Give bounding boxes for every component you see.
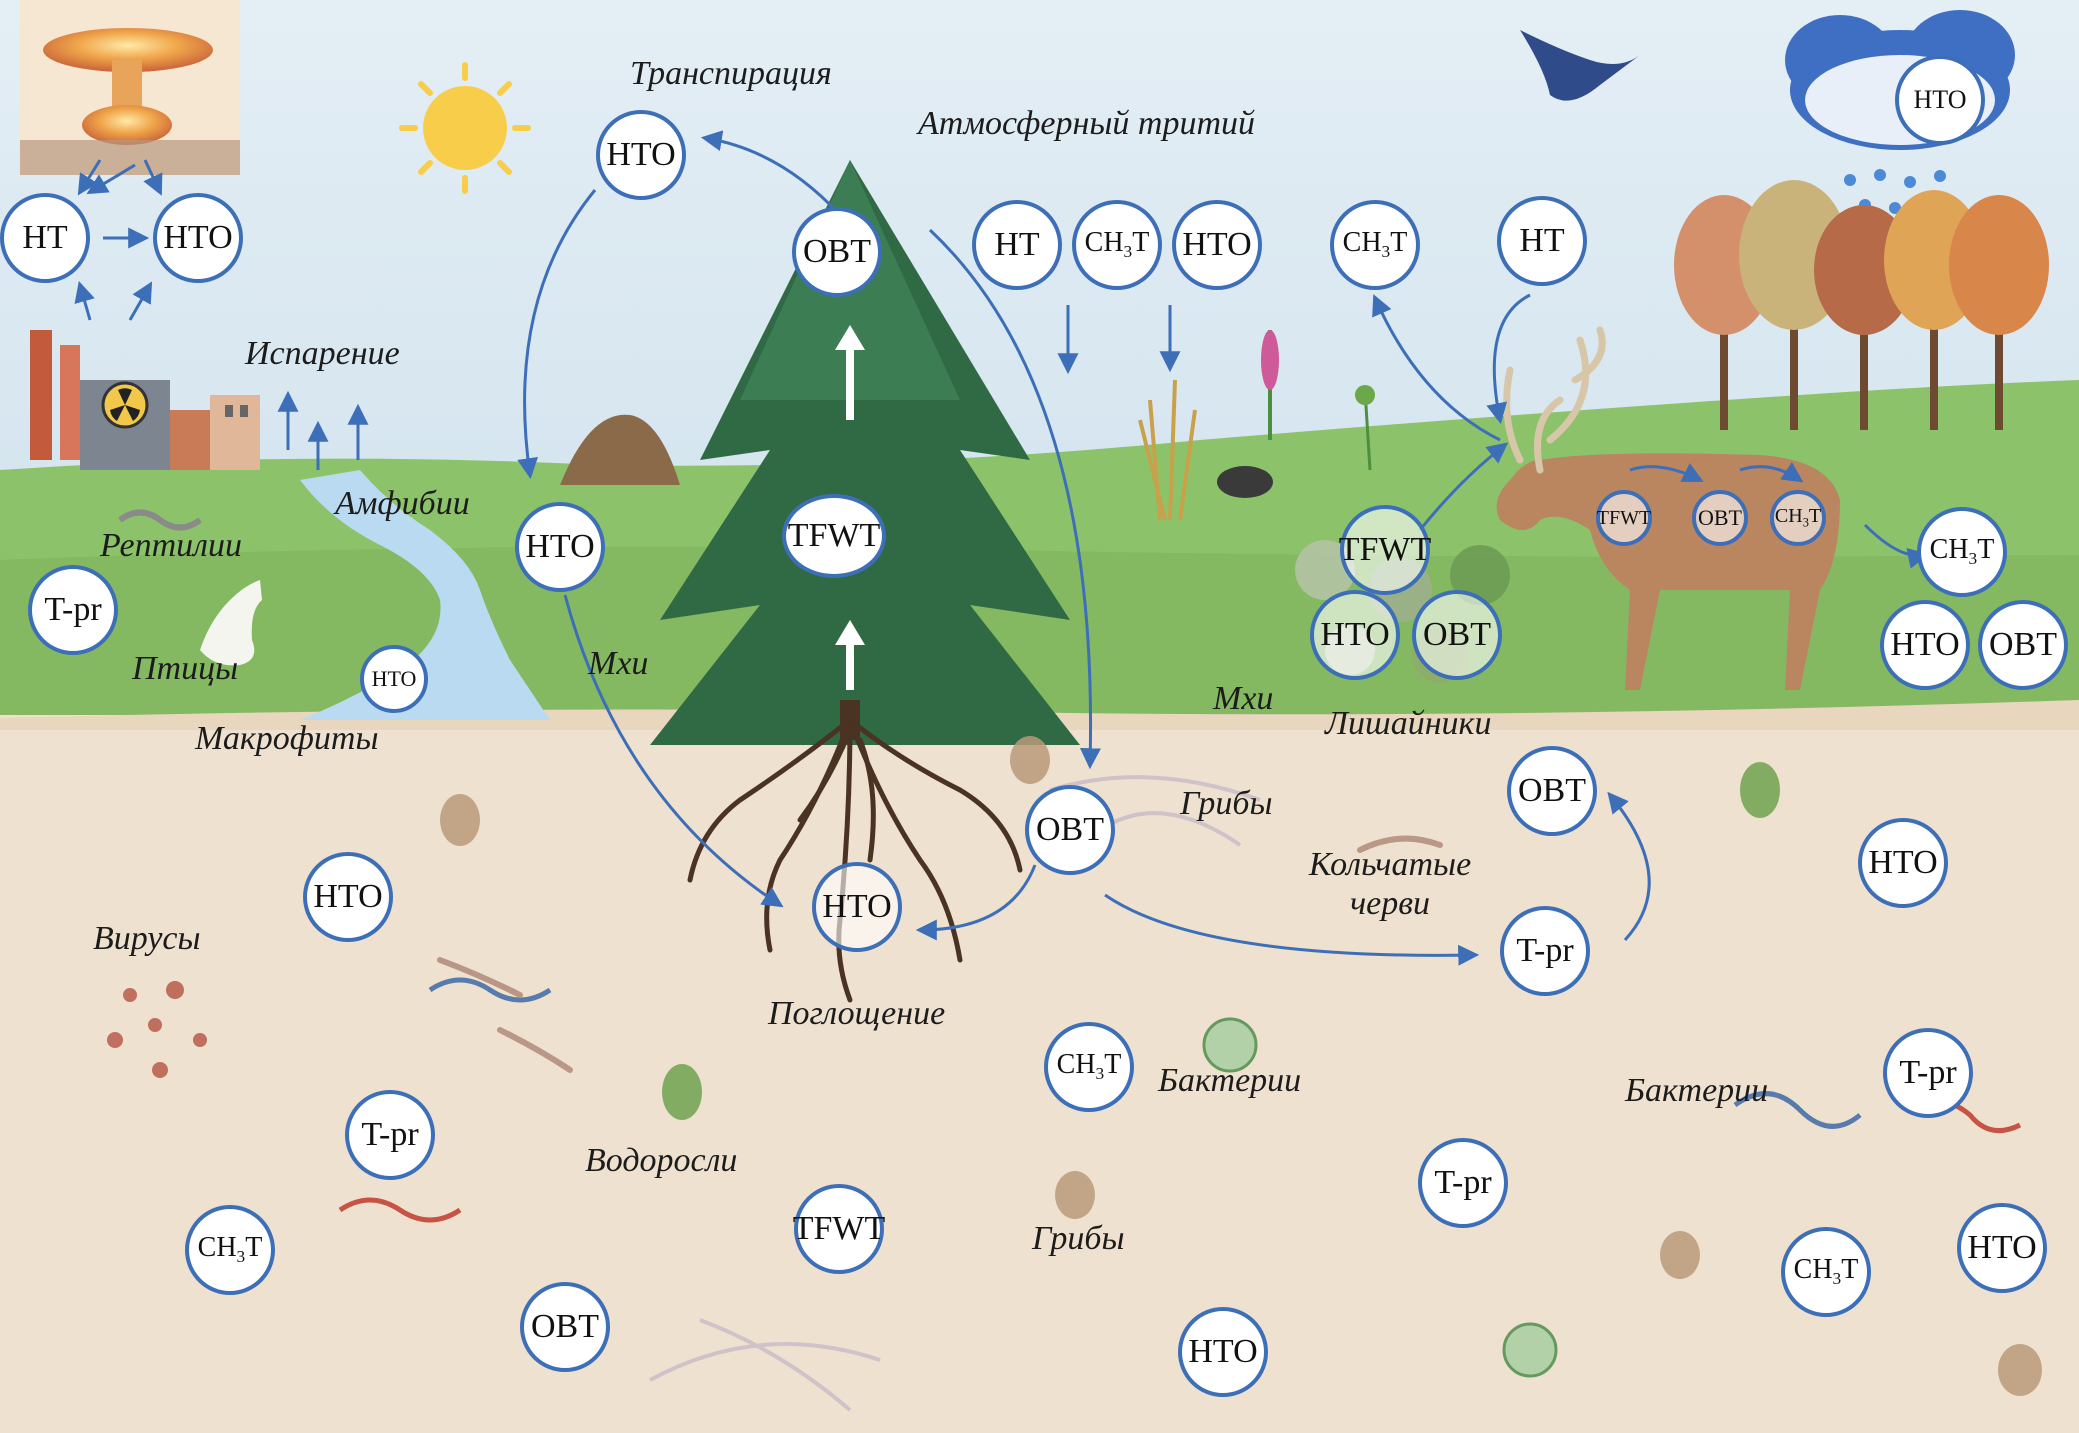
obt-node-soil-mid: OBT (1025, 785, 1115, 875)
obt-node-tree-top: OBT (792, 207, 882, 297)
snake-image (118, 509, 202, 531)
hto-node-soil-far: HTO (1957, 1203, 2047, 1293)
label-algae: Водоросли (585, 1142, 738, 1179)
label-fungi-lower: Грибы (1032, 1220, 1125, 1257)
label-reptiles: Рептилии (100, 527, 243, 564)
hto-node-river: HTO (360, 645, 428, 713)
sun-image (399, 62, 531, 194)
label-annelids-line1: Кольчатые (1308, 846, 1472, 883)
label-lichens: Лишайники (1325, 705, 1492, 742)
tfwt-node-lichen: TFWT (1339, 505, 1431, 595)
goose-image (200, 580, 262, 666)
hto-node-root: HTO (812, 862, 902, 952)
swallow-image (1520, 30, 1640, 101)
hto-node-atmospheric: HTO (1172, 200, 1262, 290)
label-macrophytes: Макрофиты (195, 720, 379, 757)
nuclear-explosion-image (20, 0, 240, 175)
autumn-trees-image (1674, 180, 2049, 430)
mound-image (560, 414, 680, 485)
label-annelids: Кольчатые черви (1290, 845, 1490, 923)
ch3t-node-soil-left: CH3T (185, 1205, 275, 1295)
label-bacteria-center: Бактерии (1158, 1062, 1302, 1099)
label-annelids-line2: черви (1349, 885, 1431, 923)
tpr-node-soil-mid: T-pr (1500, 906, 1590, 996)
obt-node-soil-left: OBT (520, 1282, 610, 1372)
label-amphibians: Амфибии (335, 485, 470, 522)
ch3t-node-free: CH3T (1330, 200, 1420, 290)
ch3t-node-deer: CH3T (1770, 490, 1826, 546)
cloud-hto-node: HTO (1895, 55, 1985, 145)
tpr-node-soil-left: T-pr (345, 1090, 435, 1180)
ht-node-atmospheric: HT (972, 200, 1062, 290)
label-transpiration: Транспирация (630, 55, 832, 92)
label-fungi-upper: Грибы (1180, 785, 1273, 822)
tfwt-node-tree: TFWT (782, 494, 886, 578)
river (300, 470, 550, 720)
tpr-node-surface: T-pr (28, 565, 118, 655)
ch3t-node-output: CH3T (1917, 507, 2007, 597)
obt-node-deer: OBT (1692, 490, 1748, 546)
label-atmospheric-tritium: Атмосферный тритий (918, 105, 1255, 142)
label-uptake: Поглощение (768, 995, 946, 1032)
ch3t-node-soil-mid: CH3T (1044, 1022, 1134, 1112)
hto-node-nuclear: HTO (153, 193, 243, 283)
ch3t-node-soil-right: CH3T (1781, 1227, 1871, 1317)
ht-node-nuclear: HT (0, 193, 90, 283)
hto-node-lichen: HTO (1310, 590, 1400, 680)
soil-organisms-image (107, 736, 2042, 1412)
hto-node-output: HTO (1880, 600, 1970, 690)
mouse-image (1217, 466, 1273, 498)
label-viruses: Вирусы (93, 920, 201, 957)
deer-image (1496, 326, 1840, 690)
obt-node-soil-right: OBT (1507, 746, 1597, 836)
tfwt-node-soil: TFWT (793, 1184, 885, 1274)
tpr-node-soil-right: T-pr (1883, 1028, 1973, 1118)
nuclear-plant-image (30, 330, 260, 470)
hto-node-left: HTO (515, 502, 605, 592)
ht-node-free: HT (1497, 196, 1587, 286)
obt-node-lichen: OBT (1412, 590, 1502, 680)
label-mosses-right: Мхи (1213, 680, 1274, 717)
tpr-node-soil-center: T-pr (1418, 1138, 1508, 1228)
ch3t-node-atmospheric: CH3T (1072, 200, 1162, 290)
label-bacteria-right: Бактерии (1625, 1072, 1769, 1109)
grass-plants-image (1138, 330, 1375, 521)
hto-node-soil-bottom: HTO (1178, 1307, 1268, 1397)
label-evaporation: Испарение (245, 335, 400, 372)
hto-node-transpiration: HTO (596, 110, 686, 200)
hto-node-soil-right: HTO (1858, 818, 1948, 908)
obt-node-output: OBT (1978, 600, 2068, 690)
label-birds: Птицы (132, 650, 239, 687)
tfwt-node-deer: TFWT (1596, 490, 1652, 546)
label-mosses-left: Мхи (588, 645, 649, 682)
hto-node-soil-left: HTO (303, 852, 393, 942)
